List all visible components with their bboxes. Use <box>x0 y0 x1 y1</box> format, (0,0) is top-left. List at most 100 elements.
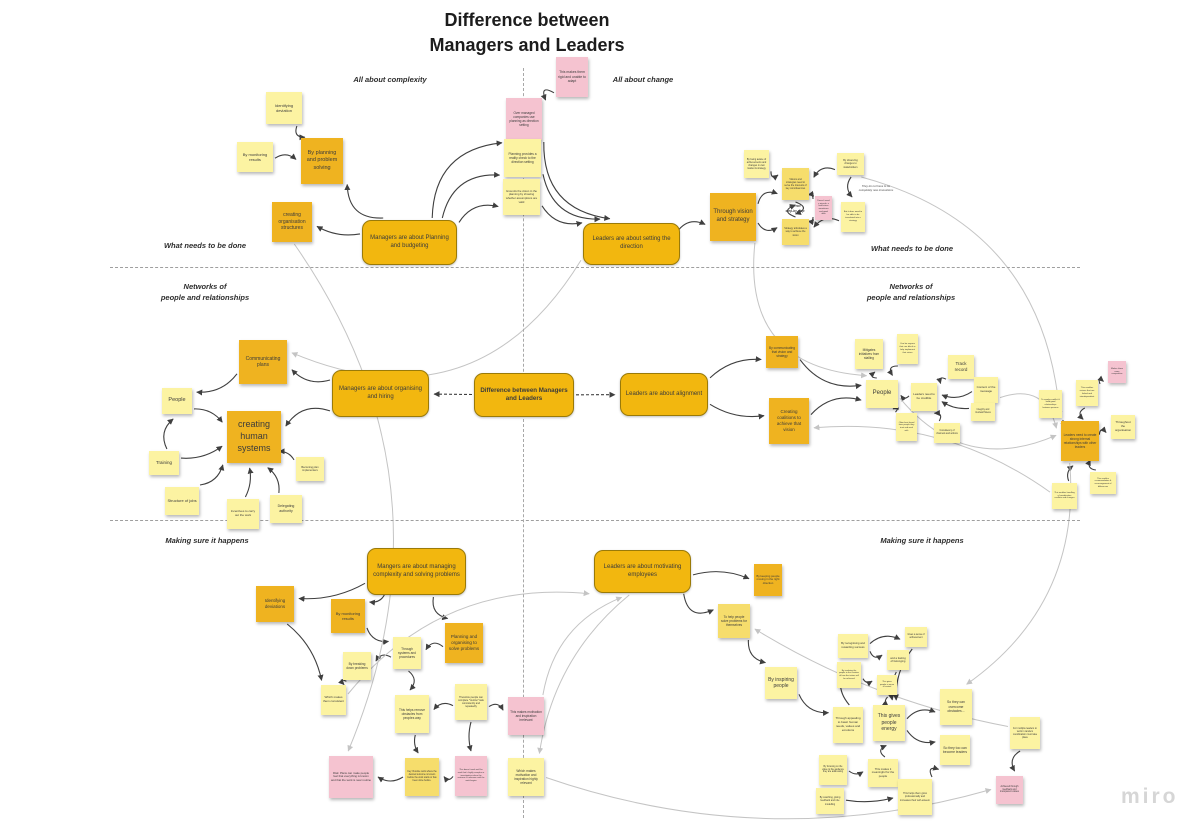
sticky-note-n41[interactable]: Throughout the organisation <box>1111 415 1135 439</box>
connector-arrow <box>868 371 877 379</box>
sticky-note-n25[interactable]: Becoming plan implementers <box>296 457 324 481</box>
sticky-note-n55[interactable]: This doesn't work well for work that's h… <box>455 756 487 796</box>
sticky-note-n51[interactable]: Therefore people can complete *routine* … <box>455 684 487 720</box>
node-N1[interactable]: Managers are about Planning and budgetin… <box>362 220 457 265</box>
sticky-note-n30[interactable]: People <box>866 380 898 408</box>
sticky-note-n16[interactable]: But it does need to be able to be transl… <box>841 202 865 232</box>
sticky-note-n42[interactable]: This enables accommodation & encourageme… <box>1090 472 1116 494</box>
section-label: Making sure it happens <box>165 536 249 545</box>
miro-logo: miro <box>1121 785 1179 808</box>
sticky-note-n37[interactable]: Makes them more competitive <box>1108 361 1126 383</box>
connector-arrow <box>941 401 970 410</box>
section-label: Making sure it happens <box>880 536 964 545</box>
sticky-note-n18[interactable]: Communicating plans <box>239 340 287 384</box>
sticky-note-n64[interactable]: This gives people a sense of control <box>877 675 897 695</box>
sticky-note-n19[interactable]: People <box>162 388 192 414</box>
node-N2[interactable]: Leaders are about setting the direction <box>583 223 680 265</box>
sticky-note-n5[interactable]: This makes them rigid and unable to adap… <box>556 57 588 97</box>
sticky-note-n49[interactable]: Which makes them consistent <box>321 685 346 715</box>
sticky-note-n43[interactable]: This enables handling of coordination co… <box>1052 483 1077 509</box>
sticky-note-n40[interactable]: Leaders need to create strong internal r… <box>1061 421 1099 461</box>
node-N3[interactable]: Managers are about organising and hiring <box>332 370 429 417</box>
connector-arrow <box>466 721 473 752</box>
connector-arrow <box>1066 465 1074 482</box>
sticky-note-n62[interactable]: and a feeling of belonging <box>887 650 909 670</box>
sticky-note-n50[interactable]: This helps remove obstacles from peoples… <box>395 695 429 733</box>
sticky-note-n12[interactable]: Doesn't need a miracle: a bold vision so… <box>815 196 832 220</box>
sticky-note-n33[interactable]: Integrity and trustworthiness <box>971 403 995 421</box>
sticky-note-n17[interactable]: Through vision and strategy <box>710 193 756 241</box>
node-N0[interactable]: Difference between Managers and Leaders <box>474 373 574 417</box>
sticky-note-n47[interactable]: Through systems and procedures <box>393 637 421 669</box>
sticky-note-n23[interactable]: Incentives to carry out the work <box>227 499 259 529</box>
sticky-note-n71[interactable]: This makes it meaningful for the people <box>868 759 898 787</box>
sticky-note-n58[interactable]: To help people solve problems for themse… <box>718 604 750 638</box>
connector-arrow <box>366 627 389 645</box>
sticky-note-n13[interactable]: Strategy articulates a way to achieve th… <box>782 219 809 245</box>
sticky-note-n22[interactable]: Structure of jobs <box>165 487 199 515</box>
sticky-note-n69[interactable]: For multiple leaders to work in tandem c… <box>1010 717 1040 749</box>
connector-arrow <box>1098 426 1107 435</box>
sticky-note-n48[interactable]: By breaking down problems <box>343 652 371 680</box>
connector-arrow <box>869 634 901 645</box>
sticky-note-n57[interactable]: By keeping people moving in the right di… <box>754 564 782 596</box>
sticky-note-n53[interactable]: Risk: Plans can make people feel that ev… <box>329 756 373 798</box>
connector-arrow <box>537 594 630 754</box>
sticky-note-n63[interactable]: By involving the people in the creation … <box>837 662 861 688</box>
sticky-note-n67[interactable]: So they can overcome obstacles... <box>940 689 972 725</box>
sticky-note-n32[interactable]: Content of the message <box>974 377 998 403</box>
sticky-note-n44[interactable]: Identifying deviations <box>256 586 294 622</box>
sticky-note-n35[interactable]: Often best heard from people they trust … <box>896 413 917 441</box>
sticky-note-n56[interactable]: Which makes motivation and inspiration h… <box>508 758 544 796</box>
sticky-note-n28[interactable]: Can be anyone that can block or help imp… <box>897 334 918 364</box>
sticky-note-n66[interactable]: This gives people energy <box>873 705 905 741</box>
sticky-note-n10[interactable]: Visions and strategies need to serve the… <box>782 168 809 200</box>
section-label: What needs to be done <box>870 244 954 253</box>
sticky-note-n9[interactable]: By being aware of achievements and chang… <box>744 150 769 178</box>
sticky-note-n38[interactable]: This enables visions that are linked and… <box>1076 380 1098 406</box>
connector-arrow <box>709 356 762 379</box>
sticky-note-n73[interactable]: This helps them grow professionally and … <box>898 779 932 815</box>
sticky-note-n27[interactable]: By communicating that vision and strateg… <box>766 336 798 368</box>
sticky-note-n70[interactable]: By focusing on the value to the audience… <box>819 755 847 785</box>
sticky-note-n8[interactable]: Grounds the vision in the planning by sh… <box>503 179 540 215</box>
connector-arrow <box>542 174 601 223</box>
sticky-note-n21[interactable]: Training <box>149 451 179 475</box>
sticky-note-n14[interactable]: By observing changes to stakeholders <box>837 153 864 175</box>
sticky-note-n54[interactable]: Key: Routine work where the desired outc… <box>405 758 439 796</box>
node-N4[interactable]: Leaders are about alignment <box>620 373 708 416</box>
connector-arrow <box>892 404 900 413</box>
node-N6[interactable]: Leaders are about motivating employees <box>594 550 691 593</box>
sticky-note-n36[interactable]: Consistency of channels and actions <box>934 423 960 443</box>
sticky-note-n34[interactable]: Creating coalitions to achieve that visi… <box>769 398 809 444</box>
sticky-note-n7[interactable]: Planning provides a reality check to the… <box>504 139 541 177</box>
sticky-note-n65[interactable]: Through appealing to basic human needs, … <box>833 707 863 743</box>
sticky-note-n39[interactable]: To resolve conflict & build good relatio… <box>1039 390 1062 418</box>
sticky-note-n4[interactable]: creating organisation structures <box>272 202 312 242</box>
sticky-note-n68[interactable]: So they too can become leaders <box>940 735 970 765</box>
sticky-note-n24[interactable]: Delegating authority <box>270 495 302 523</box>
sticky-note-n1[interactable]: Identifying deviation <box>266 92 302 124</box>
sticky-note-n6[interactable]: Over managed companies use planning as d… <box>506 98 542 140</box>
sticky-note-n26[interactable]: Mitigates initiatives from stalling <box>855 339 883 369</box>
node-N5[interactable]: Mangers are about managing complexity an… <box>367 548 466 595</box>
sticky-note-n59[interactable]: By inspiring people <box>765 667 797 699</box>
connector-arrow <box>757 222 778 234</box>
sticky-note-n61[interactable]: Gives a sense of achievement <box>905 627 927 647</box>
connector-arrow <box>941 391 973 400</box>
sticky-note-n45[interactable]: By monitoring results <box>331 599 365 633</box>
sticky-note-n3[interactable]: By planning and problem solving <box>301 138 343 184</box>
divider-line-vertical <box>523 68 524 818</box>
sticky-note-n74[interactable]: Achieved through feedback and transparen… <box>996 776 1023 804</box>
connector-arrow <box>267 467 280 494</box>
sticky-note-n31[interactable]: Leaders need to be credible <box>911 383 937 411</box>
sticky-note-n2[interactable]: By monitoring results <box>237 142 273 172</box>
sticky-note-n29[interactable]: Track record <box>948 355 974 379</box>
connector-arrow <box>929 764 940 778</box>
sticky-note-n20[interactable]: creating human systems <box>227 411 281 463</box>
sticky-note-n72[interactable]: By coaching, giving feedback and role mo… <box>816 788 844 814</box>
sticky-note-n52[interactable]: This makes motivation and inspiration ir… <box>508 697 544 735</box>
sticky-note-n46[interactable]: Planning and organising to solve problem… <box>445 623 483 663</box>
sticky-note-n60[interactable]: By recognising and rewarding success <box>838 634 868 658</box>
